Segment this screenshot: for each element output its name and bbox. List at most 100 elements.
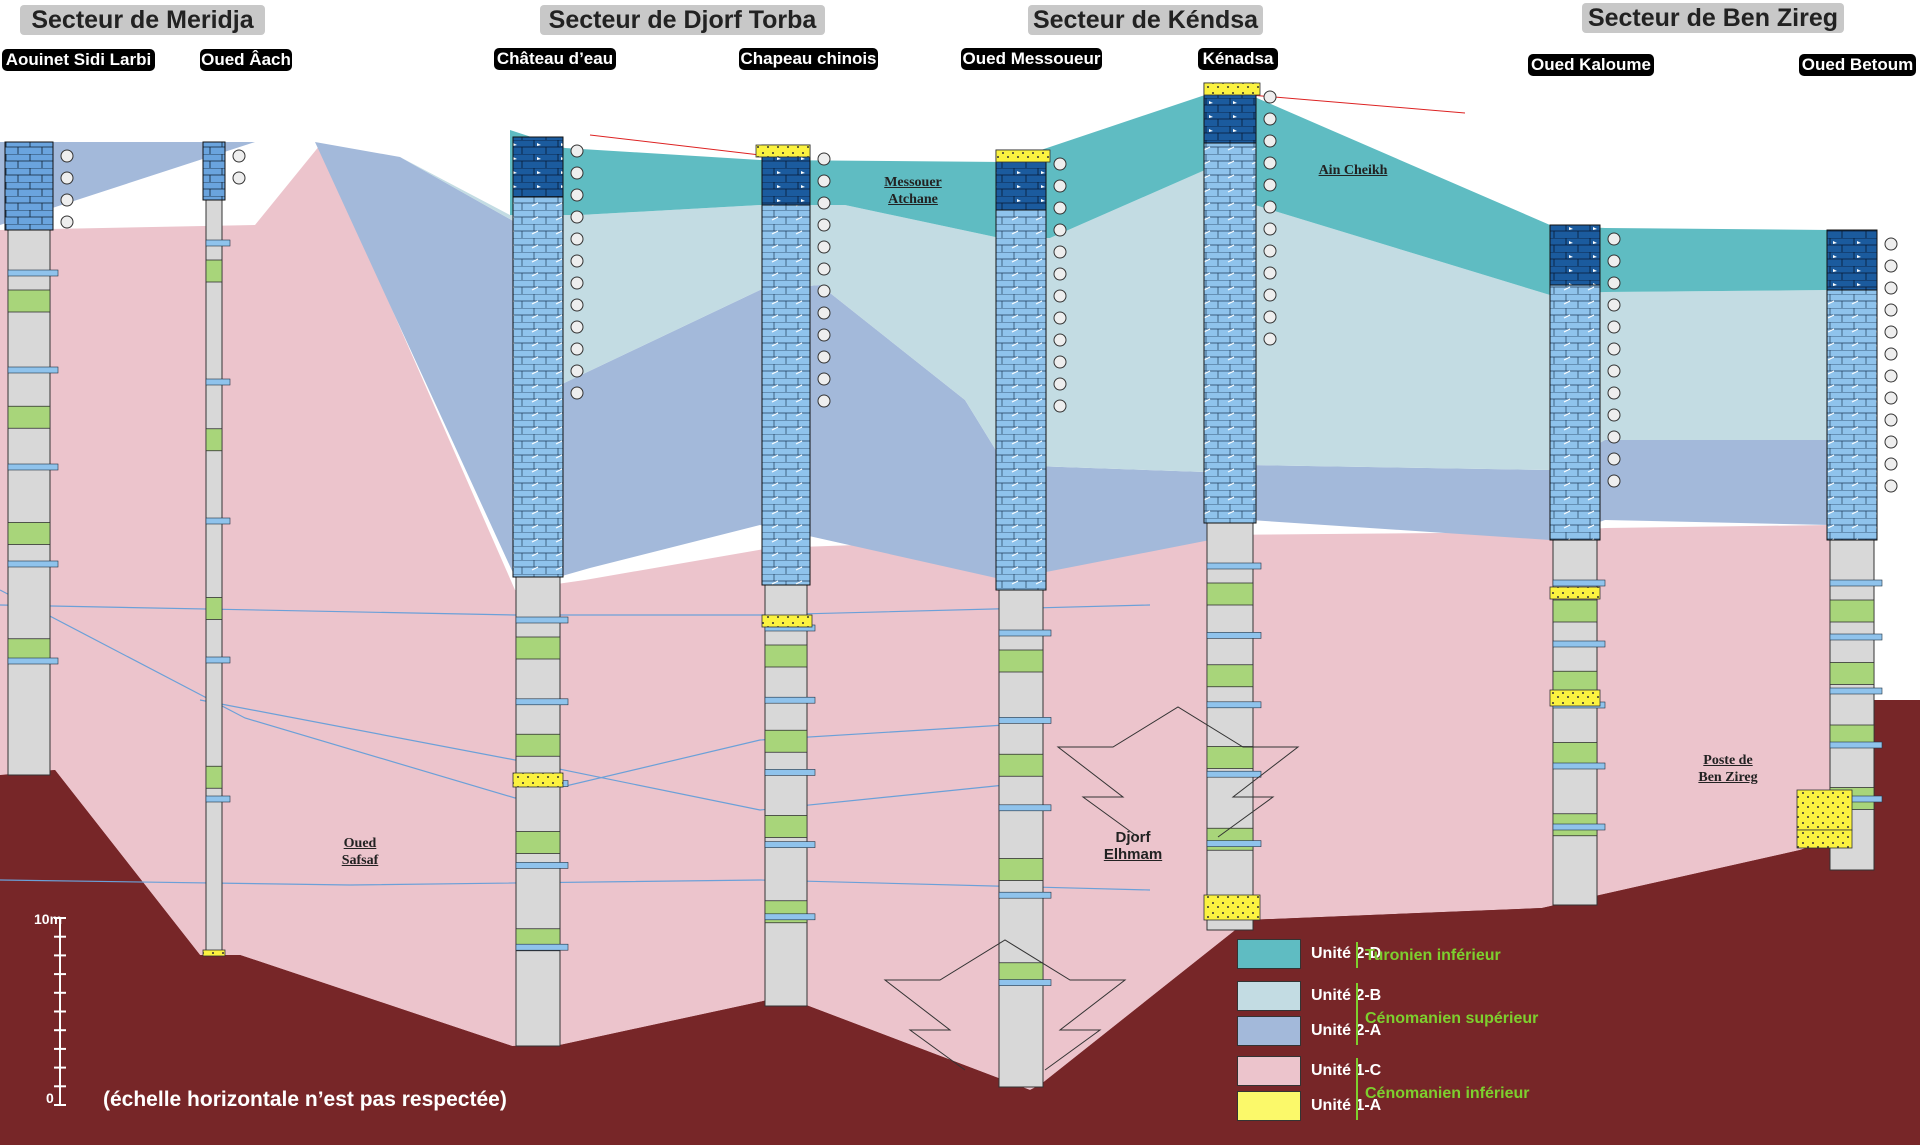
column-kenadsa-green-bed-2 xyxy=(1206,664,1254,688)
column-chapeau-chinois-green-bed-3 xyxy=(764,815,808,838)
column-chateau-deau-green-bed-3 xyxy=(515,831,561,854)
fossil-icon-oued-kaloume-7 xyxy=(1607,364,1621,378)
column-oued-betoum-green-bed-2 xyxy=(1829,662,1875,685)
unit-2a-area xyxy=(0,142,1830,588)
fossil-icon-oued-messoueur-2 xyxy=(1053,179,1067,193)
column-oued-kaloume-thin-bed-5 xyxy=(1552,823,1606,831)
column-chapeau-chinois-thin-bed-4 xyxy=(764,841,816,848)
correlation-line-blue-1 xyxy=(0,589,1006,799)
column-oued-aach-thin-bed-4 xyxy=(205,656,231,664)
legend-unit-1c: Unité 1-C xyxy=(1237,1056,1381,1086)
legend-swatch-unit-2b xyxy=(1237,981,1301,1011)
fossil-icon-oued-kaloume-12 xyxy=(1607,474,1621,488)
unit-1c-area xyxy=(0,145,1830,1090)
fossil-icon-kenadsa-3 xyxy=(1263,134,1277,148)
fossil-icon-kenadsa-6 xyxy=(1263,200,1277,214)
locality-poste-de-ben-zireg-line1: Poste de xyxy=(1703,753,1753,768)
column-aouinet-thin-bed-2 xyxy=(7,366,59,374)
trend-symbol-kenadsa xyxy=(1056,706,1300,838)
fossil-icon-oued-kaloume-10 xyxy=(1607,430,1621,444)
sector-title-djorf-torba: Secteur de Djorf Torba xyxy=(540,5,825,35)
legend-unit-2b: Unité 2-B xyxy=(1237,981,1381,1011)
column-chapeau-chinois-thin-bed-5 xyxy=(764,913,816,921)
column-oued-aach-thin-bed-1 xyxy=(205,239,231,247)
fossil-icon-chapeau-chinois-9 xyxy=(817,328,831,342)
legend-label-unit-2b: Unité 2-B xyxy=(1311,987,1382,1004)
column-chapeau-chinois-thin-bed-2 xyxy=(764,696,816,704)
fossil-icon-chateau-deau-10 xyxy=(570,342,584,356)
column-oued-kaloume-green-bed-1 xyxy=(1552,599,1598,623)
fossil-icon-oued-messoueur-4 xyxy=(1053,223,1067,237)
correlation-line-blue-2 xyxy=(0,604,1151,616)
column-kenadsa-green-bed-1 xyxy=(1206,582,1254,606)
fossil-icon-oued-kaloume-5 xyxy=(1607,320,1621,334)
sand-bed-8 xyxy=(1796,829,1853,849)
column-kenadsa-green-bed-4 xyxy=(1206,827,1254,851)
fossil-icon-chateau-deau-6 xyxy=(570,254,584,268)
fossil-icon-chapeau-chinois-2 xyxy=(817,174,831,188)
correlation-line-red-1 xyxy=(589,134,761,156)
fossil-icon-chateau-deau-1 xyxy=(570,144,584,158)
fossil-icon-kenadsa-10 xyxy=(1263,288,1277,302)
column-aouinet-thin-bed-4 xyxy=(7,560,59,568)
column-oued-betoum-thin-bed-4 xyxy=(1829,741,1883,749)
fossil-icon-aouinet-2 xyxy=(60,171,74,185)
fossil-icon-oued-messoueur-6 xyxy=(1053,267,1067,281)
column-oued-aach-thin-bed-5 xyxy=(205,795,231,803)
legend-label-unit-2d: Unité 2-D xyxy=(1311,945,1382,962)
sector-title-meridja: Secteur de Meridja xyxy=(20,5,265,35)
fossil-icon-kenadsa-1 xyxy=(1263,90,1277,104)
fossil-icon-chapeau-chinois-11 xyxy=(817,372,831,386)
column-oued-kaloume-dark-limestone xyxy=(1549,224,1601,286)
column-oued-messoueur-green-bed-1 xyxy=(998,649,1044,673)
fossil-icon-kenadsa-12 xyxy=(1263,332,1277,346)
column-oued-messoueur-thin-bed-1 xyxy=(998,629,1052,637)
fossil-icon-oued-betoum-9 xyxy=(1884,413,1898,427)
section-label-oued-kaloume: Oued Kaloume xyxy=(1528,54,1654,76)
fossil-icon-chapeau-chinois-12 xyxy=(817,394,831,408)
legend-brace-cenomanien-inferieur xyxy=(1356,1058,1358,1120)
sand-bed-6 xyxy=(1549,689,1601,707)
legend-age-cenomanien-superieur: Cénomanien supérieur xyxy=(1365,1010,1539,1027)
legend-brace-cenomanien-superieur xyxy=(1356,983,1358,1045)
column-aouinet-thin-bed-3 xyxy=(7,463,59,471)
fossil-icon-kenadsa-9 xyxy=(1263,266,1277,280)
legend-label-unit-1a: Unité 1-A xyxy=(1311,1097,1382,1114)
fossil-icon-chateau-deau-4 xyxy=(570,210,584,224)
fossil-icon-kenadsa-2 xyxy=(1263,112,1277,126)
fossil-icon-oued-betoum-5 xyxy=(1884,325,1898,339)
fossil-icon-chapeau-chinois-1 xyxy=(817,152,831,166)
column-oued-betoum-green-bed-1 xyxy=(1829,599,1875,623)
sand-bed-11 xyxy=(761,614,813,628)
column-aouinet-thin-bed-5 xyxy=(7,657,59,665)
column-chapeau-chinois-limestone xyxy=(761,204,811,586)
unit-2b-area xyxy=(400,157,1830,472)
fossil-icon-chateau-deau-5 xyxy=(570,232,584,246)
fossil-icon-aouinet-3 xyxy=(60,193,74,207)
fossil-icon-oued-kaloume-9 xyxy=(1607,408,1621,422)
fossil-icon-kenadsa-5 xyxy=(1263,178,1277,192)
correlation-line-blue-4 xyxy=(199,699,1006,811)
column-oued-kaloume-limestone xyxy=(1549,284,1601,541)
basement-top-edge xyxy=(0,770,1830,1145)
fossil-icon-chateau-deau-2 xyxy=(570,166,584,180)
column-oued-messoueur-thin-bed-3 xyxy=(998,804,1052,812)
unit-2d-area xyxy=(510,95,1830,295)
legend-label-unit-1c: Unité 1-C xyxy=(1311,1062,1382,1079)
fossil-icon-kenadsa-8 xyxy=(1263,244,1277,258)
fossil-icon-oued-kaloume-2 xyxy=(1607,254,1621,268)
column-kenadsa-thin-bed-2 xyxy=(1206,632,1262,639)
column-chateau-deau-limestone xyxy=(512,196,564,578)
column-aouinet-green-bed-4 xyxy=(7,638,51,662)
column-oued-aach-thin-bed-3 xyxy=(205,517,231,525)
legend-swatch-unit-1c xyxy=(1237,1056,1301,1086)
column-oued-kaloume-thin-bed-2 xyxy=(1552,640,1606,648)
locality-djorf-elhmam-line2: Elhmam xyxy=(1103,846,1163,863)
section-label-chateau-deau: Château d’eau xyxy=(494,48,616,70)
column-oued-messoueur-thin-bed-2 xyxy=(998,717,1052,724)
fossil-icon-oued-messoueur-9 xyxy=(1053,333,1067,347)
trend-symbol-messoueur xyxy=(883,939,1127,1071)
fossil-icon-oued-betoum-11 xyxy=(1884,457,1898,471)
fossil-icon-chateau-deau-12 xyxy=(570,386,584,400)
legend-age-cenomanien-inferieur: Cénomanien inférieur xyxy=(1365,1085,1530,1102)
